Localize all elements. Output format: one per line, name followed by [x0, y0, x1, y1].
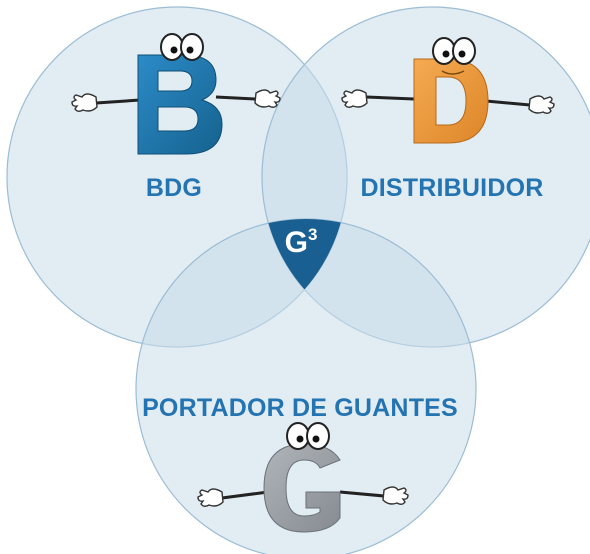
label-bdg: BDG: [146, 174, 202, 202]
label-portador: PORTADOR DE GUANTES: [142, 394, 458, 422]
right-glove-icon: [254, 89, 281, 108]
left-glove-icon: [71, 93, 98, 112]
mascot-g-illustration: [197, 422, 409, 533]
left-glove-icon: [197, 488, 224, 507]
right-glove-icon: [528, 95, 555, 114]
center-label-base: G: [285, 226, 308, 259]
mascot-b-illustration: [71, 33, 281, 155]
label-distribuidor: DISTRIBUIDOR: [361, 174, 544, 202]
right-glove-icon: [382, 486, 409, 505]
center-label: G3: [285, 225, 318, 259]
center-label-superscript: 3: [308, 225, 317, 244]
mascot-d-illustration: [341, 37, 555, 144]
left-glove-icon: [341, 89, 368, 108]
